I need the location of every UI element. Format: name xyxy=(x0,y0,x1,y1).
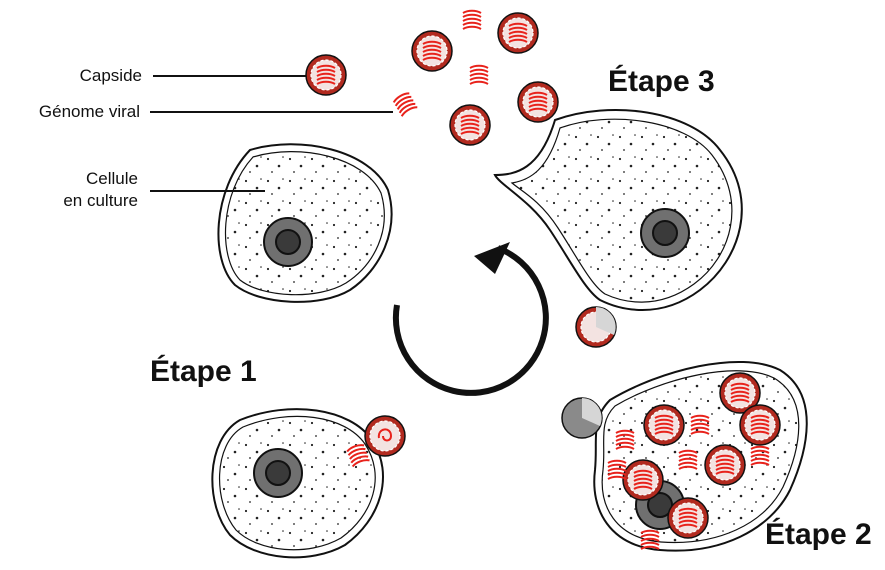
capsid-icon xyxy=(412,31,452,71)
capside-label: Capside xyxy=(20,65,142,87)
nucleus-icon xyxy=(264,218,312,266)
capsid-icon xyxy=(623,460,663,500)
step3-cell xyxy=(495,110,742,347)
cellule-label-line2: en culture xyxy=(20,190,138,212)
capsid-icon xyxy=(518,82,558,122)
cycle-arrow xyxy=(396,242,546,393)
capsid-icon xyxy=(450,105,490,145)
step2-label: Étape 2 xyxy=(765,518,872,552)
capsid-icon xyxy=(705,445,745,485)
capsid-icon xyxy=(498,13,538,53)
step1-label: Étape 1 xyxy=(150,355,257,389)
genome-legend-icon xyxy=(393,91,418,116)
nucleus-icon xyxy=(254,449,302,497)
nucleus-icon xyxy=(641,209,689,257)
entering-capsid-icon xyxy=(562,398,602,438)
genome-icon xyxy=(470,66,488,84)
genome-label: Génome viral xyxy=(0,101,140,123)
cellule-label-line1: Cellule xyxy=(20,168,138,190)
step3-label: Étape 3 xyxy=(608,65,715,99)
released-virions xyxy=(306,11,558,145)
capsid-icon xyxy=(668,498,708,538)
budding-capsid-icon xyxy=(576,307,616,347)
culture-cell xyxy=(218,144,391,302)
genome-icon xyxy=(463,11,481,29)
capsid-icon xyxy=(740,405,780,445)
capsid-attaching-icon xyxy=(365,416,405,456)
capsid-icon xyxy=(644,405,684,445)
step1-cell xyxy=(212,409,405,557)
capside-legend-icon xyxy=(306,55,346,95)
